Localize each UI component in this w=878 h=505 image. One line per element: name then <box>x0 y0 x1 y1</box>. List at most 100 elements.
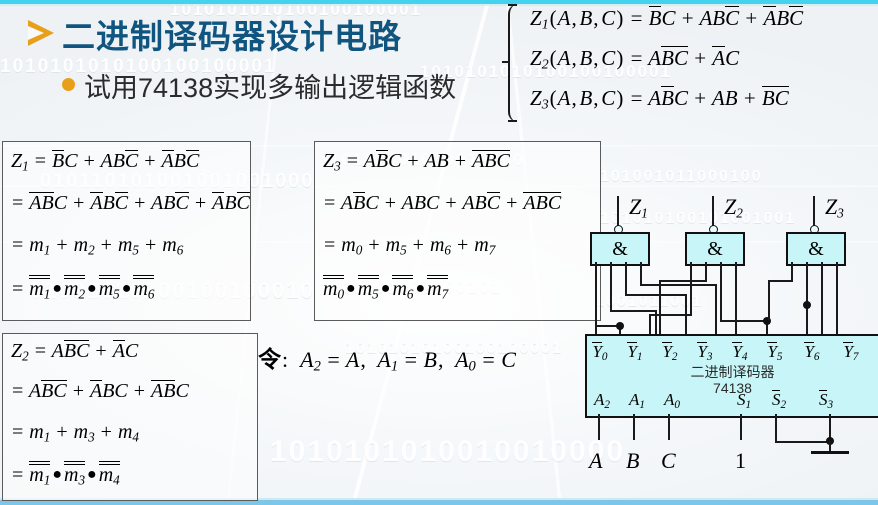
ground-icon <box>811 451 849 454</box>
system-equation-z2: Z2(A, B, C) = ABC + AC <box>530 46 740 72</box>
system-equation-z1: Z1(A, B, C) = BC + ABC + ABC <box>530 6 804 32</box>
gate-label-z1: Z1 <box>629 194 648 221</box>
routing-wire <box>705 262 707 282</box>
equation-line: Z1 = BC + ABC + ABC <box>11 150 200 174</box>
chip-input-a2: A2 <box>594 390 610 411</box>
signal-label-a: A <box>589 448 603 473</box>
chip-enable-s2: S2 <box>771 390 787 411</box>
routing-wire <box>640 284 717 286</box>
junction-node <box>616 322 624 330</box>
equation-line: = ABC + ABC + ABC + ABC <box>12 192 250 214</box>
equation-line: = m0 + m5 + m6 + m7 <box>324 234 496 258</box>
equation-line: = m1 + m2 + m5 + m6 <box>12 234 184 258</box>
equation-line: m0●m5●m6●m7 <box>323 275 449 301</box>
routing-wire <box>595 262 597 334</box>
routing-wire <box>690 262 692 316</box>
chip-output-y7: Y7 <box>843 342 859 363</box>
chip-input-a1: A1 <box>629 390 645 411</box>
routing-wire <box>610 262 612 312</box>
background-binary-text: 101001011000100 <box>600 168 763 185</box>
top-accent-bar-secondary <box>0 4 878 6</box>
gate1-output-wire <box>617 196 619 226</box>
gate-label-z3: Z3 <box>825 194 844 221</box>
top-accent-bar <box>0 0 878 4</box>
slide-header: 二进制译码器设计电路 试用74138实现多输出逻辑函数 <box>0 4 520 126</box>
enable-wire-s1 <box>740 414 742 440</box>
routing-wire <box>766 320 768 334</box>
and-gate-z2: & <box>685 232 745 266</box>
enable-wire-join <box>775 441 831 443</box>
chip-output-y4: Y4 <box>732 342 748 363</box>
background-binary-text: 1010101010010010000 <box>270 435 626 468</box>
equation-box-z3: Z3 = ABC + AB + ABC = ABC + ABC + ABC + … <box>314 141 601 321</box>
equation-box-z1: Z1 = BC + ABC + ABC = ABC + ABC + ABC + … <box>2 141 251 321</box>
gate-label-z2: Z2 <box>724 194 743 221</box>
routing-wire <box>836 262 838 334</box>
equation-line: Z3 = ABC + AB + ABC <box>323 150 510 174</box>
routing-wire <box>640 262 642 286</box>
equation-line: = ABC + ABC + ABC + ABC <box>324 192 562 214</box>
chip-enable-s3: S3 <box>818 390 834 411</box>
junction-node <box>763 317 771 325</box>
ground-wire <box>829 441 831 451</box>
routing-wire <box>625 262 627 296</box>
chip-name: 二进制译码器 74138 <box>690 364 775 397</box>
junction-node <box>803 301 811 309</box>
routing-wire <box>768 280 793 282</box>
equation-box-z2: Z2 = ABC + AC = ABC + ABC + ABC = m1 + m… <box>2 333 258 501</box>
input-wire-c <box>668 414 670 440</box>
routing-wire <box>821 262 823 334</box>
routing-wire <box>768 280 770 320</box>
routing-wire <box>715 284 717 334</box>
routing-wire <box>659 280 707 282</box>
routing-wire <box>610 310 657 312</box>
enable-wire-s2 <box>775 414 777 442</box>
arrow-right-icon <box>28 20 54 46</box>
circuit-diagram: & Z1 & Z2 & Z3 <box>585 194 878 501</box>
page-title: 二进制译码器设计电路 <box>62 18 402 55</box>
input-wire-a <box>598 414 600 440</box>
equation-line: = m1●m3●m4 <box>11 461 120 487</box>
signal-label-c: C <box>661 448 676 473</box>
routing-wire <box>735 262 737 334</box>
and-gate-z3: & <box>786 232 846 266</box>
chip-enable-s1: S1 <box>736 390 752 411</box>
routing-wire <box>720 320 768 322</box>
equation-line: Z2 = ABC + AC <box>11 340 139 364</box>
bottom-accent-bar <box>0 500 878 505</box>
subtitle: 试用74138实现多输出逻辑函数 <box>84 73 457 103</box>
chip-output-y2: Y2 <box>662 342 678 363</box>
system-equations: Z1(A, B, C) = BC + ABC + ABC Z2(A, B, C)… <box>502 2 878 126</box>
routing-wire <box>655 310 657 334</box>
variable-assignment: 令: A2 = A, A1 = B, A0 = C <box>258 346 516 375</box>
chip-output-y0: Y0 <box>592 342 608 363</box>
chip-output-y3: Y3 <box>697 342 713 363</box>
decoder-chip-74138: Y0 Y1 Y2 Y3 Y4 Y5 Y6 Y7 二进制译码器 74138 A2 … <box>585 334 878 418</box>
gate3-output-wire <box>813 196 815 226</box>
enable-wire-s3 <box>829 414 831 442</box>
signal-label-b: B <box>626 448 640 473</box>
equation-line: = m1●m2●m5●m6 <box>11 275 155 301</box>
signal-label-one: 1 <box>735 448 746 473</box>
brace-icon <box>502 4 524 122</box>
bullet-dot-icon <box>62 78 75 91</box>
and-gate-z1: & <box>590 232 650 266</box>
assignment-prefix: 令 <box>258 346 281 372</box>
routing-wire <box>791 262 793 282</box>
gate2-output-wire <box>712 196 714 226</box>
routing-wire <box>625 294 687 296</box>
chip-output-y1: Y1 <box>627 342 643 363</box>
bottom-accent-bar-secondary <box>0 498 878 500</box>
equation-line: = m1 + m3 + m4 <box>12 421 139 445</box>
routing-wire <box>649 314 692 316</box>
routing-wire <box>720 262 722 322</box>
routing-wire <box>595 325 621 327</box>
system-equation-z3: Z3(A, B, C) = ABC + AB + BC <box>530 86 789 112</box>
chip-input-a0: A0 <box>664 390 680 411</box>
chip-output-y6: Y6 <box>804 342 820 363</box>
equation-line: = ABC + ABC + ABC <box>12 380 189 402</box>
chip-part-number: 74138 <box>713 380 752 397</box>
routing-wire <box>649 314 651 334</box>
routing-wire <box>659 280 661 334</box>
